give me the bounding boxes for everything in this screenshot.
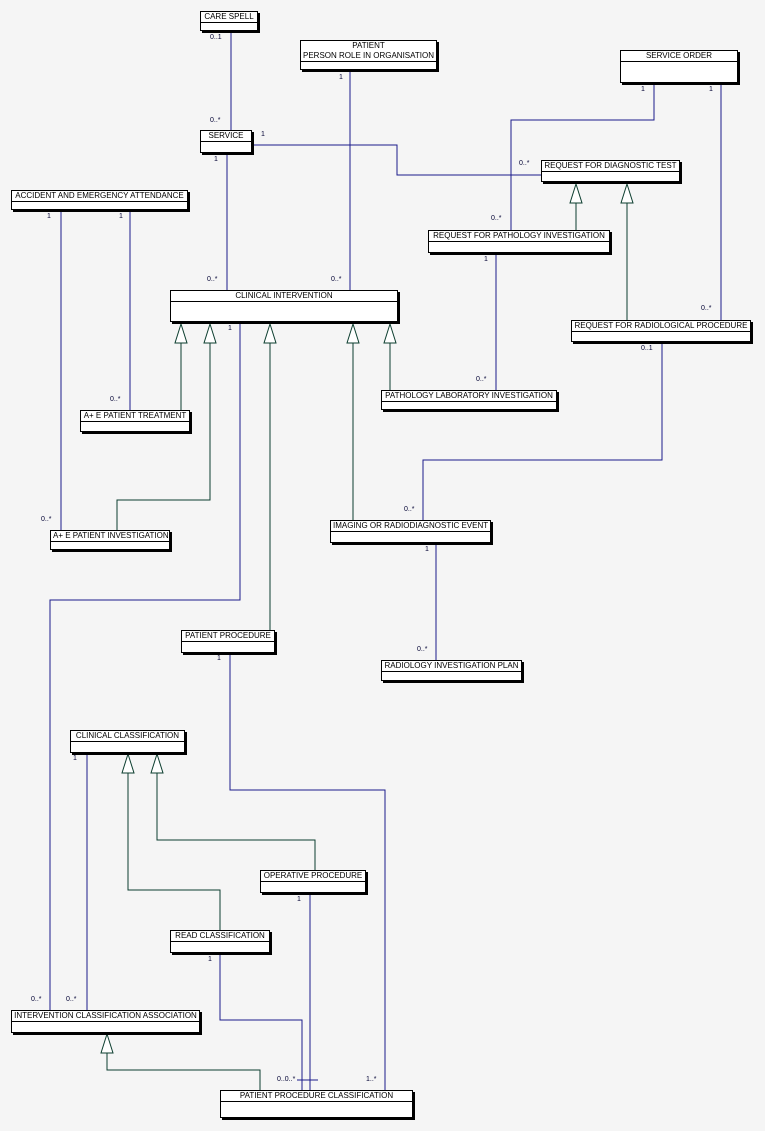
entity-service-order[interactable]: SERVICE ORDER <box>620 50 738 83</box>
multiplicity-label: 1 <box>709 86 713 93</box>
entity-title: A+ E PATIENT INVESTIGATION <box>51 531 169 542</box>
entity-title: REQUEST FOR DIAGNOSTIC TEST <box>542 161 679 172</box>
inherit-arrow-ica <box>100 1032 114 1054</box>
entity-care-spell[interactable]: CARE SPELL <box>200 11 258 31</box>
multiplicity-label: 0..* <box>66 996 77 1003</box>
multiplicity-label: 1 <box>261 131 265 138</box>
assoc-ci-intervention-class-assoc <box>49 322 241 1010</box>
multiplicity-label: 0..* <box>491 215 502 222</box>
multiplicity-label: 0..1 <box>641 345 653 352</box>
entity-radiology-plan[interactable]: RADIOLOGY INVESTIGATION PLAN <box>381 660 522 681</box>
entity-title: CLINICAL INTERVENTION <box>171 291 397 302</box>
entity-title: REQUEST FOR PATHOLOGY INVESTIGATION <box>429 231 609 242</box>
inherit-arrow-diagnostic-2 <box>620 182 634 204</box>
entity-accident-emergency[interactable]: ACCIDENT AND EMERGENCY ATTENDANCE <box>11 190 188 210</box>
inherit-arrow-ci-2 <box>203 322 217 344</box>
multiplicity-label: 0..* <box>41 516 52 523</box>
entity-read-classification[interactable]: READ CLASSIFICATION <box>170 930 270 953</box>
entity-title-line1: PATIENT <box>352 41 385 50</box>
assoc-service-order-pathology <box>510 83 655 230</box>
multiplicity-label: 0..* <box>404 506 415 513</box>
multiplicity-label: 0..* <box>31 996 42 1003</box>
entity-imaging-event[interactable]: IMAGING OR RADIODIAGNOSTIC EVENT <box>330 520 491 543</box>
entity-title: RADIOLOGY INVESTIGATION PLAN <box>382 661 521 672</box>
entity-operative-procedure[interactable]: OPERATIVE PROCEDURE <box>260 870 366 893</box>
entity-title: CARE SPELL <box>201 12 257 23</box>
entity-clinical-intervention[interactable]: CLINICAL INTERVENTION <box>170 290 398 322</box>
assoc-pp-ppc <box>229 653 386 1090</box>
inherit-arrow-cc-2 <box>150 752 164 774</box>
multiplicity-label: 1 <box>425 546 429 553</box>
entity-patient-procedure[interactable]: PATIENT PROCEDURE <box>181 630 275 653</box>
multiplicity-label: 0..* <box>476 376 487 383</box>
multiplicity-label: 1 <box>208 956 212 963</box>
entity-title: REQUEST FOR RADIOLOGICAL PROCEDURE <box>572 321 750 332</box>
inherit-arrow-diagnostic-1 <box>569 182 583 204</box>
multiplicity-label: 0..* <box>210 117 221 124</box>
entity-intervention-class-assoc[interactable]: INTERVENTION CLASSIFICATION ASSOCIATION <box>11 1010 200 1033</box>
entity-title: READ CLASSIFICATION <box>171 931 269 942</box>
entity-title: IMAGING OR RADIODIAGNOSTIC EVENT <box>331 521 490 532</box>
multiplicity-label: 1..* <box>366 1076 377 1083</box>
multiplicity-label: 1 <box>214 156 218 163</box>
entity-title: PATHOLOGY LABORATORY INVESTIGATION <box>382 391 556 402</box>
multiplicity-label: 0..0..* <box>277 1076 296 1083</box>
entity-ae-investigation[interactable]: A+ E PATIENT INVESTIGATION <box>50 530 170 550</box>
multiplicity-label: 0..* <box>519 160 530 167</box>
inherit-arrow-cc-1 <box>121 752 135 774</box>
multiplicity-label: 1 <box>641 86 645 93</box>
multiplicity-label: 1 <box>339 74 343 81</box>
gen-operative-to-cc <box>156 773 316 870</box>
multiplicity-label: 1 <box>217 655 221 662</box>
gen-ppc-to-ica <box>106 1053 261 1090</box>
entity-title: A+ E PATIENT TREATMENT <box>81 411 189 422</box>
multiplicity-label: 0..* <box>701 305 712 312</box>
multiplicity-label: 1 <box>73 755 77 762</box>
entity-title-line2: PERSON ROLE IN ORGANISATION <box>301 51 436 62</box>
assoc-read-ppc <box>219 953 303 1090</box>
inherit-arrow-ci-4 <box>346 322 360 344</box>
entity-patient-procedure-classification[interactable]: PATIENT PROCEDURE CLASSIFICATION <box>220 1090 413 1118</box>
entity-patient[interactable]: PATIENT PERSON ROLE IN ORGANISATION <box>300 40 437 70</box>
multiplicity-label: 1 <box>119 213 123 220</box>
entity-ae-treatment[interactable]: A+ E PATIENT TREATMENT <box>80 410 190 432</box>
entity-request-diagnostic-test[interactable]: REQUEST FOR DIAGNOSTIC TEST <box>541 160 680 182</box>
entity-title: OPERATIVE PROCEDURE <box>261 871 365 882</box>
inherit-arrow-ci-1 <box>174 322 188 344</box>
multiplicity-label: 0..* <box>207 276 218 283</box>
multiplicity-label: 0..1 <box>210 34 222 41</box>
entity-title: PATIENT PROCEDURE CLASSIFICATION <box>221 1091 412 1102</box>
entity-title: PATIENT PROCEDURE <box>182 631 274 642</box>
entity-title: INTERVENTION CLASSIFICATION ASSOCIATION <box>12 1011 199 1022</box>
gen-investigation-to-ci <box>116 343 211 530</box>
entity-request-radiological[interactable]: REQUEST FOR RADIOLOGICAL PROCEDURE <box>571 320 751 342</box>
multiplicity-label: 0..* <box>110 396 121 403</box>
entity-request-pathology[interactable]: REQUEST FOR PATHOLOGY INVESTIGATION <box>428 230 610 253</box>
entity-title: SERVICE ORDER <box>621 51 737 62</box>
multiplicity-label: 0..* <box>331 276 342 283</box>
multiplicity-label: 1 <box>484 256 488 263</box>
entity-pathology-lab[interactable]: PATHOLOGY LABORATORY INVESTIGATION <box>381 390 557 410</box>
entity-service[interactable]: SERVICE <box>200 130 252 153</box>
entity-title: SERVICE <box>201 131 251 142</box>
multiplicity-label: 1 <box>297 896 301 903</box>
inherit-arrow-ci-5 <box>383 322 397 344</box>
multiplicity-label: 1 <box>47 213 51 220</box>
assoc-service-request-diagnostic <box>252 144 541 176</box>
inherit-arrow-ci-3 <box>263 322 277 344</box>
multiplicity-label: 0..* <box>417 646 428 653</box>
entity-clinical-classification[interactable]: CLINICAL CLASSIFICATION <box>70 730 185 753</box>
assoc-radiological-imaging <box>422 342 663 520</box>
entity-title: CLINICAL CLASSIFICATION <box>71 731 184 742</box>
gen-read-to-cc <box>127 773 221 930</box>
entity-title: ACCIDENT AND EMERGENCY ATTENDANCE <box>12 191 187 202</box>
multiplicity-label: 1 <box>228 325 232 332</box>
